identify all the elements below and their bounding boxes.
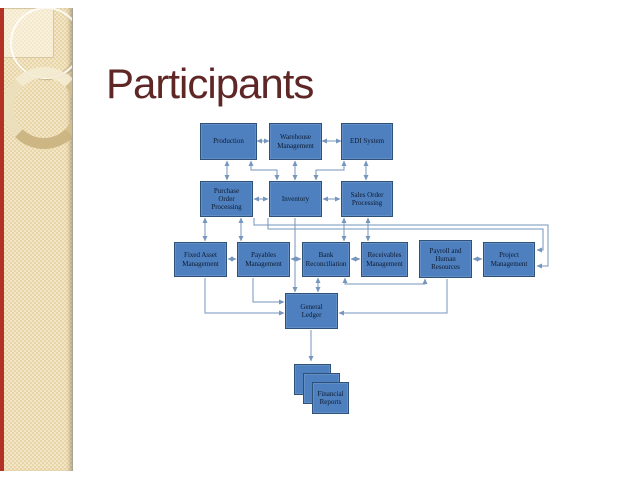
node-edi-system: EDI System — [341, 123, 393, 160]
node-production: Production — [200, 123, 257, 160]
slide-title: Participants — [106, 60, 314, 108]
sidebar-decor-panel — [4, 8, 73, 471]
node-label: General Ledger — [300, 302, 323, 319]
node-inventory: Inventory — [269, 181, 322, 217]
node-receivables-management: Receivables Management — [361, 242, 408, 277]
node-general-ledger: General Ledger — [285, 293, 338, 329]
node-label: Financial Reports — [317, 389, 344, 406]
node-purchase-order-processing: Purchase Order Processing — [200, 181, 253, 217]
node-label: EDI System — [349, 137, 385, 146]
node-bank-reconciliation: Bank Reconciliation — [302, 242, 350, 277]
sidebar-accent-bar — [0, 8, 4, 471]
node-label: Production — [213, 137, 244, 146]
node-label: Receivables Management — [366, 251, 403, 268]
node-payables-management: Payables Management — [237, 242, 290, 277]
node-label: Fixed Asset Management — [182, 251, 219, 268]
node-label: Warehouse Management — [277, 133, 314, 150]
node-label: Bank Reconciliation — [305, 251, 347, 268]
decor-ring-thick — [4, 67, 72, 149]
node-label: Inventory — [281, 194, 310, 203]
node-financial-reports: Financial Reports — [312, 382, 349, 414]
node-label: Payroll and Human Resources — [429, 246, 462, 272]
node-warehouse-management: Warehouse Management — [269, 123, 322, 160]
node-label: Purchase Order Processing — [211, 186, 242, 212]
node-sales-order-processing: Sales Order Processing — [341, 181, 393, 217]
node-fixed-asset-management: Fixed Asset Management — [174, 242, 227, 277]
node-label: Project Management — [490, 251, 528, 268]
node-label: Sales Order Processing — [350, 190, 384, 207]
node-payroll-human-resources: Payroll and Human Resources — [419, 240, 472, 278]
node-project-management: Project Management — [483, 242, 535, 277]
node-label: Payables Management — [245, 251, 282, 268]
